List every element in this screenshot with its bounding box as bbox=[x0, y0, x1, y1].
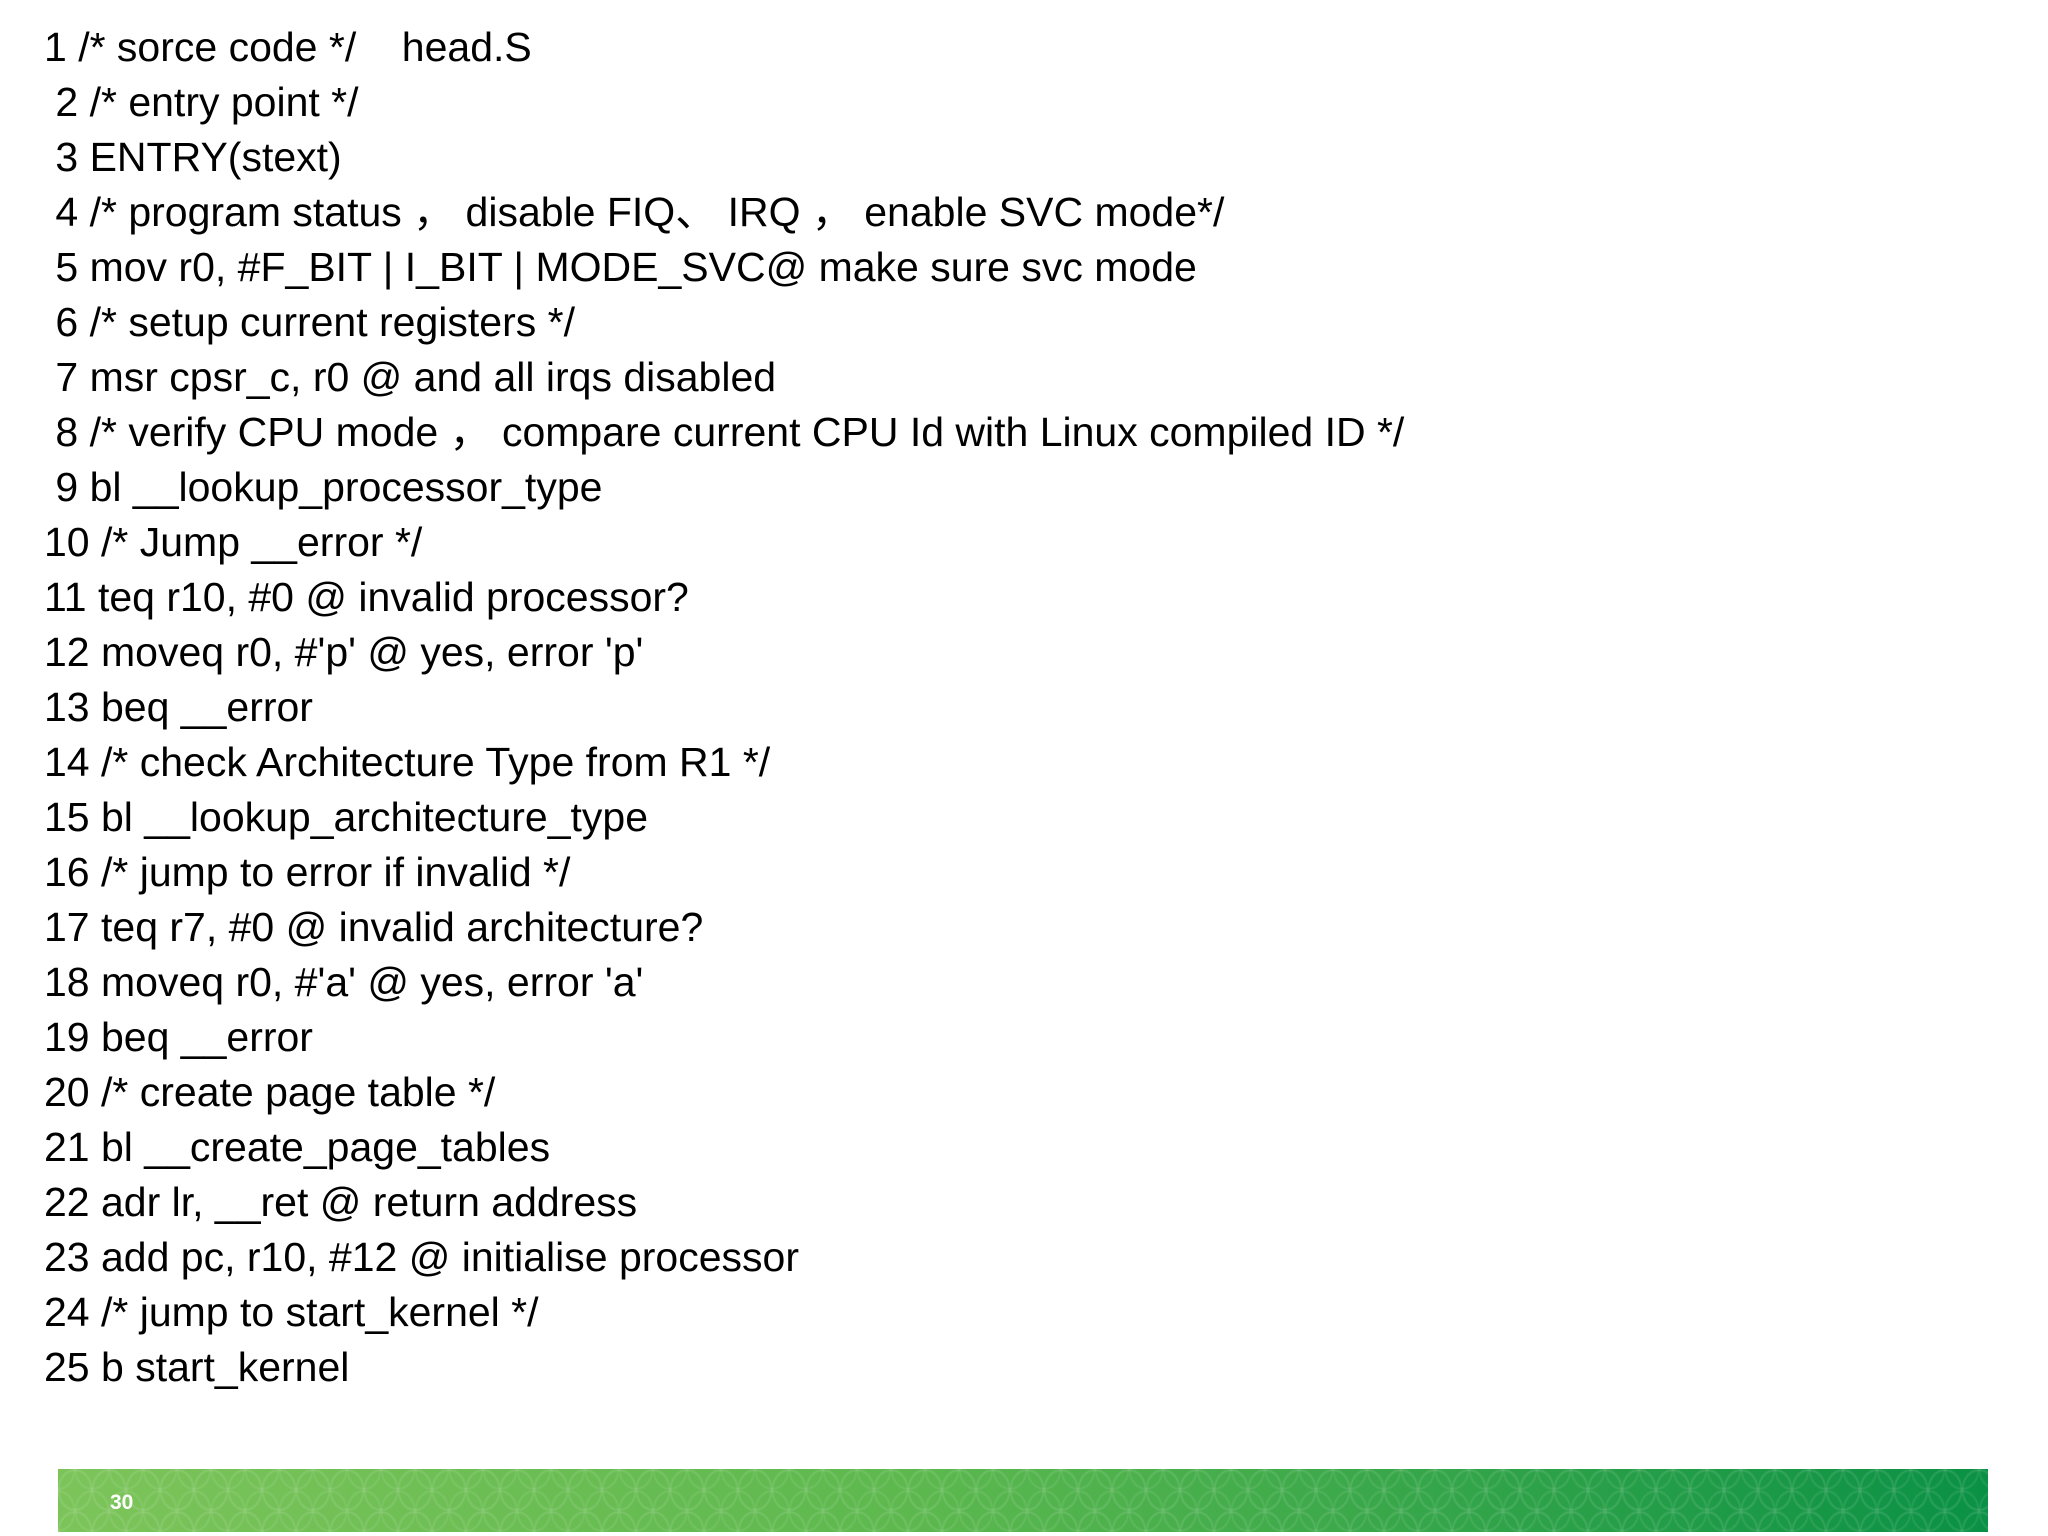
code-line: 7 msr cpsr_c, r0 @ and all irqs disabled bbox=[44, 354, 777, 400]
code-line: 3 ENTRY(stext) bbox=[44, 134, 342, 180]
code-line: 25 b start_kernel bbox=[44, 1344, 350, 1390]
page-number: 30 bbox=[110, 1491, 134, 1514]
code-line: 1 /* sorce code */ head.S bbox=[44, 24, 532, 70]
code-line: 5 mov r0, #F_BIT | I_BIT | MODE_SVC@ mak… bbox=[44, 244, 1197, 290]
code-line: 9 bl __lookup_processor_type bbox=[44, 464, 603, 510]
code-line: 6 /* setup current registers */ bbox=[44, 299, 575, 345]
code-line: 4 /* program status ， disable FIQ、 IRQ ，… bbox=[44, 189, 1225, 235]
code-line: 22 adr lr, __ret @ return address bbox=[44, 1179, 638, 1225]
code-line: 12 moveq r0, #'p' @ yes, error 'p' bbox=[44, 629, 644, 675]
code-line: 11 teq r10, #0 @ invalid processor? bbox=[44, 574, 689, 620]
code-listing: 1 /* sorce code */ head.S 2 /* entry poi… bbox=[44, 20, 1404, 1395]
footer-bar: 30 bbox=[58, 1469, 1988, 1532]
code-line: 19 beq __error bbox=[44, 1014, 313, 1060]
code-line: 20 /* create page table */ bbox=[44, 1069, 496, 1115]
code-line: 14 /* check Architecture Type from R1 */ bbox=[44, 739, 771, 785]
code-line: 15 bl __lookup_architecture_type bbox=[44, 794, 649, 840]
code-line: 21 bl __create_page_tables bbox=[44, 1124, 551, 1170]
code-line: 10 /* Jump __error */ bbox=[44, 519, 423, 565]
code-line: 16 /* jump to error if invalid */ bbox=[44, 849, 571, 895]
code-line: 2 /* entry point */ bbox=[44, 79, 359, 125]
code-line: 8 /* verify CPU mode ， compare current C… bbox=[44, 409, 1405, 455]
code-line: 18 moveq r0, #'a' @ yes, error 'a' bbox=[44, 959, 644, 1005]
code-line: 13 beq __error bbox=[44, 684, 313, 730]
code-line: 23 add pc, r10, #12 @ initialise process… bbox=[44, 1234, 799, 1280]
code-line: 17 teq r7, #0 @ invalid architecture? bbox=[44, 904, 704, 950]
code-line: 24 /* jump to start_kernel */ bbox=[44, 1289, 539, 1335]
